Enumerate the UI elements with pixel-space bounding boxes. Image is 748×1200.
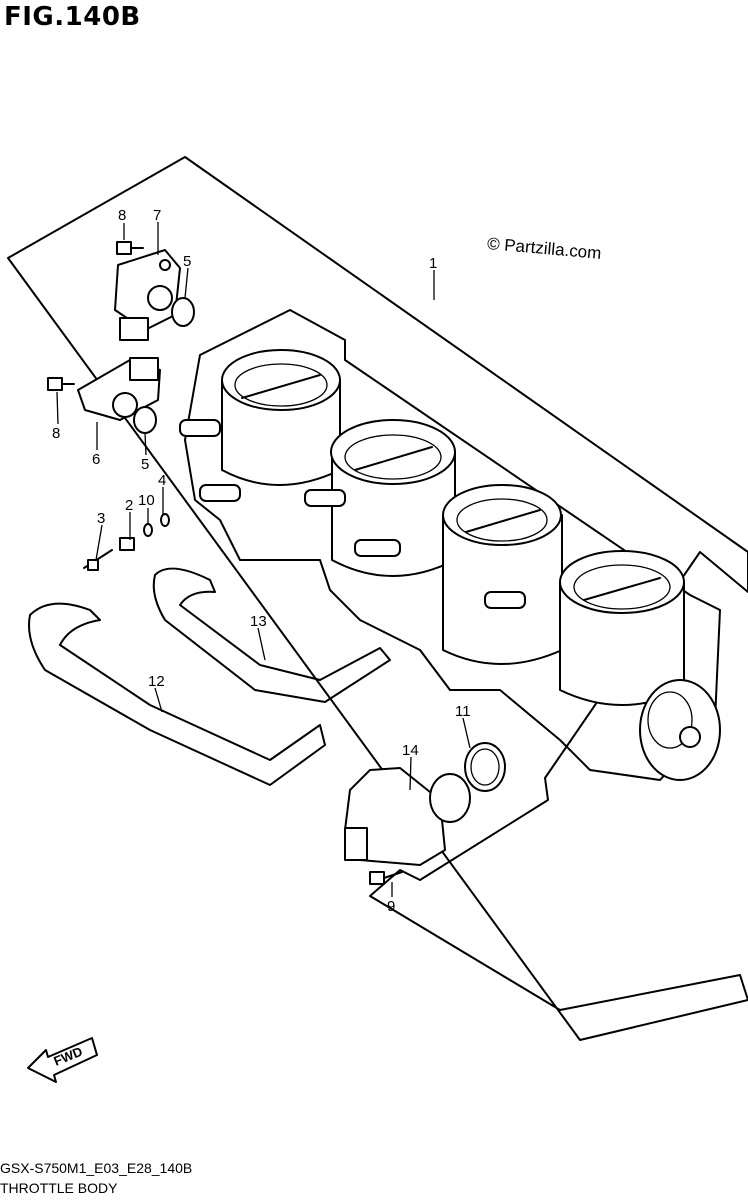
part-13-hose bbox=[152, 567, 391, 703]
callout-9: 9 bbox=[387, 898, 395, 915]
throttle-pulley bbox=[639, 679, 721, 781]
callout-3: 3 bbox=[97, 510, 105, 527]
callout-13: 13 bbox=[250, 613, 267, 630]
callout-5a: 5 bbox=[183, 253, 191, 270]
callout-labels: 1 2 3 4 5 5 6 7 8 8 9 10 11 12 13 14 bbox=[52, 207, 471, 915]
part-14-actuator bbox=[344, 767, 471, 866]
bore-4 bbox=[559, 550, 685, 706]
parts-2-3-4-10 bbox=[83, 513, 170, 571]
callout-11: 11 bbox=[455, 703, 471, 720]
bore-3 bbox=[442, 484, 563, 665]
bore-1 bbox=[221, 349, 341, 486]
throttle-body bbox=[179, 309, 721, 781]
vacuum-nipples bbox=[179, 419, 526, 609]
figure-title: FIG.140B bbox=[4, 2, 141, 32]
callout-5b: 5 bbox=[141, 456, 149, 473]
callout-12: 12 bbox=[148, 673, 165, 690]
part-6-sensor bbox=[77, 357, 161, 421]
callout-7: 7 bbox=[153, 207, 161, 224]
part-7-sensor bbox=[114, 249, 181, 341]
part-12-hose bbox=[28, 602, 326, 786]
callout-1: 1 bbox=[429, 255, 437, 272]
callout-10: 10 bbox=[138, 492, 155, 509]
diagram-caption: THROTTLE BODY bbox=[0, 1180, 118, 1196]
callout-14: 14 bbox=[402, 742, 419, 759]
callout-2: 2 bbox=[125, 497, 133, 514]
callout-4: 4 bbox=[158, 472, 166, 489]
callout-6: 6 bbox=[92, 451, 100, 468]
assembly-outline bbox=[7, 156, 748, 1041]
part-8-bolts bbox=[47, 241, 144, 391]
callout-8b: 8 bbox=[52, 425, 60, 442]
part-9-screw bbox=[369, 871, 403, 885]
fwd-arrow: FWD bbox=[27, 1037, 98, 1083]
leader-lines bbox=[56, 222, 471, 897]
model-code: GSX-S750M1_E03_E28_140B bbox=[0, 1160, 193, 1176]
bore-2 bbox=[330, 419, 456, 577]
callout-8a: 8 bbox=[118, 207, 126, 224]
